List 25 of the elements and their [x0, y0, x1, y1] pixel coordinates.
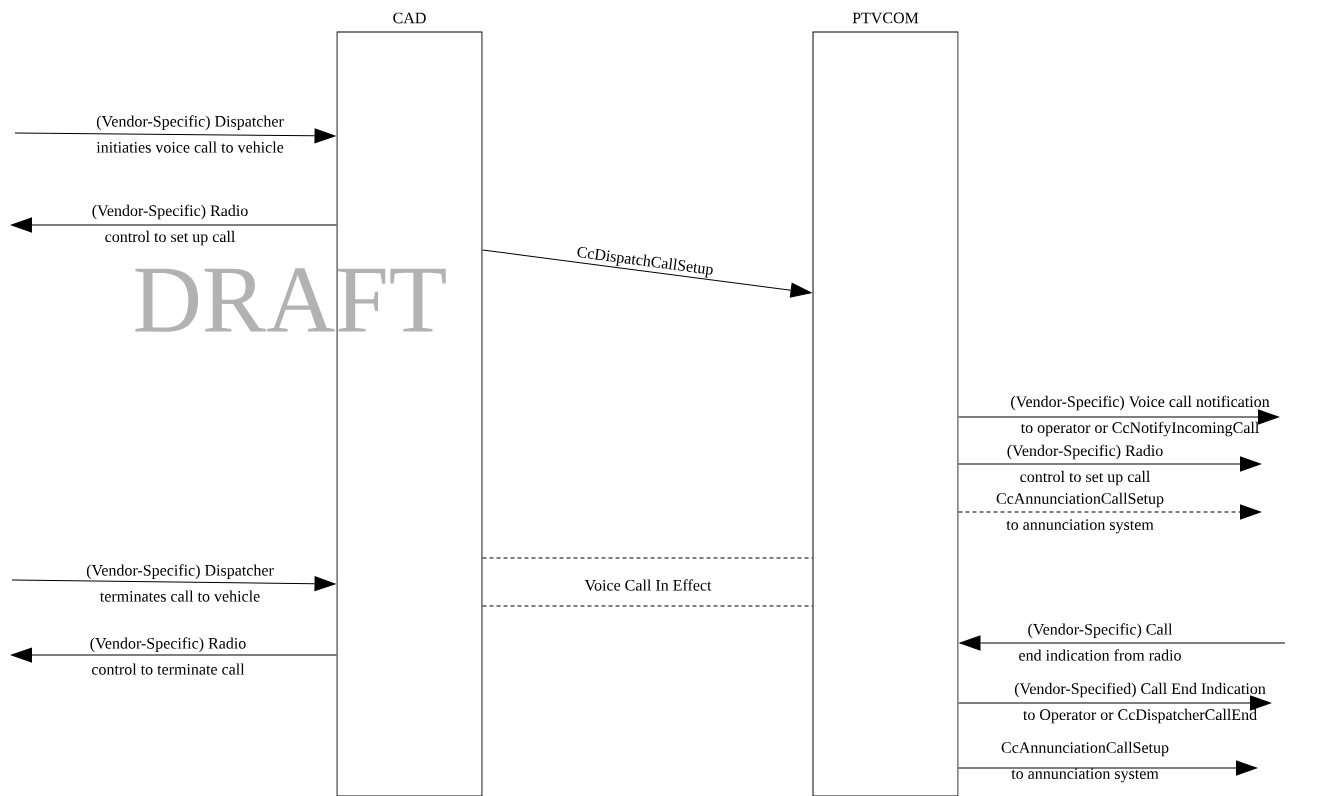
arrow	[482, 249, 812, 298]
edge-label: (Vendor-Specific) Radio control to terminate call	[90, 637, 246, 675]
arrow	[11, 647, 337, 663]
edge-label: CcAnnunciationCallSetup to annunciation system	[996, 492, 1164, 534]
lifeline-box: PTVCOM	[812, 12, 959, 796]
arrow	[11, 217, 337, 233]
arrow	[958, 409, 1279, 425]
arrow	[11, 576, 336, 592]
edge-label: (Vendor-Specific) Radio control to set up call	[92, 204, 248, 246]
arrow	[14, 128, 336, 144]
edge-label: (Vendor-Specific) Dispatcher initiaties voice call to vehicle	[96, 115, 284, 153]
arrow	[959, 635, 1286, 651]
edge-label: Voice Call In Effect	[584, 579, 712, 591]
node-label: CAD	[393, 12, 426, 24]
edge-label: (Vendor-Specific) Dispatcher terminates call to vehicle	[86, 564, 274, 602]
edge-label: (Vendor-Specific) Call end indication from radio	[1019, 623, 1181, 661]
node-label: PTVCOM	[852, 12, 919, 24]
edge-label: CcAnnunciationCallSetup to annunciation system	[1001, 741, 1169, 783]
arrow	[958, 504, 1261, 520]
arrow	[958, 695, 1271, 711]
arrow	[958, 456, 1261, 472]
edge-label: (Vendor-Specified) Call End Indication to Operator or CcDispatcherCallEnd	[1014, 682, 1266, 724]
edge-label: (Vendor-Specific) Radio control to set up call	[1007, 444, 1163, 486]
edge-label: (Vendor-Specific) Voice call notification to operator or CcNotifyIncomingCall	[1011, 395, 1270, 437]
arrow	[958, 760, 1257, 776]
